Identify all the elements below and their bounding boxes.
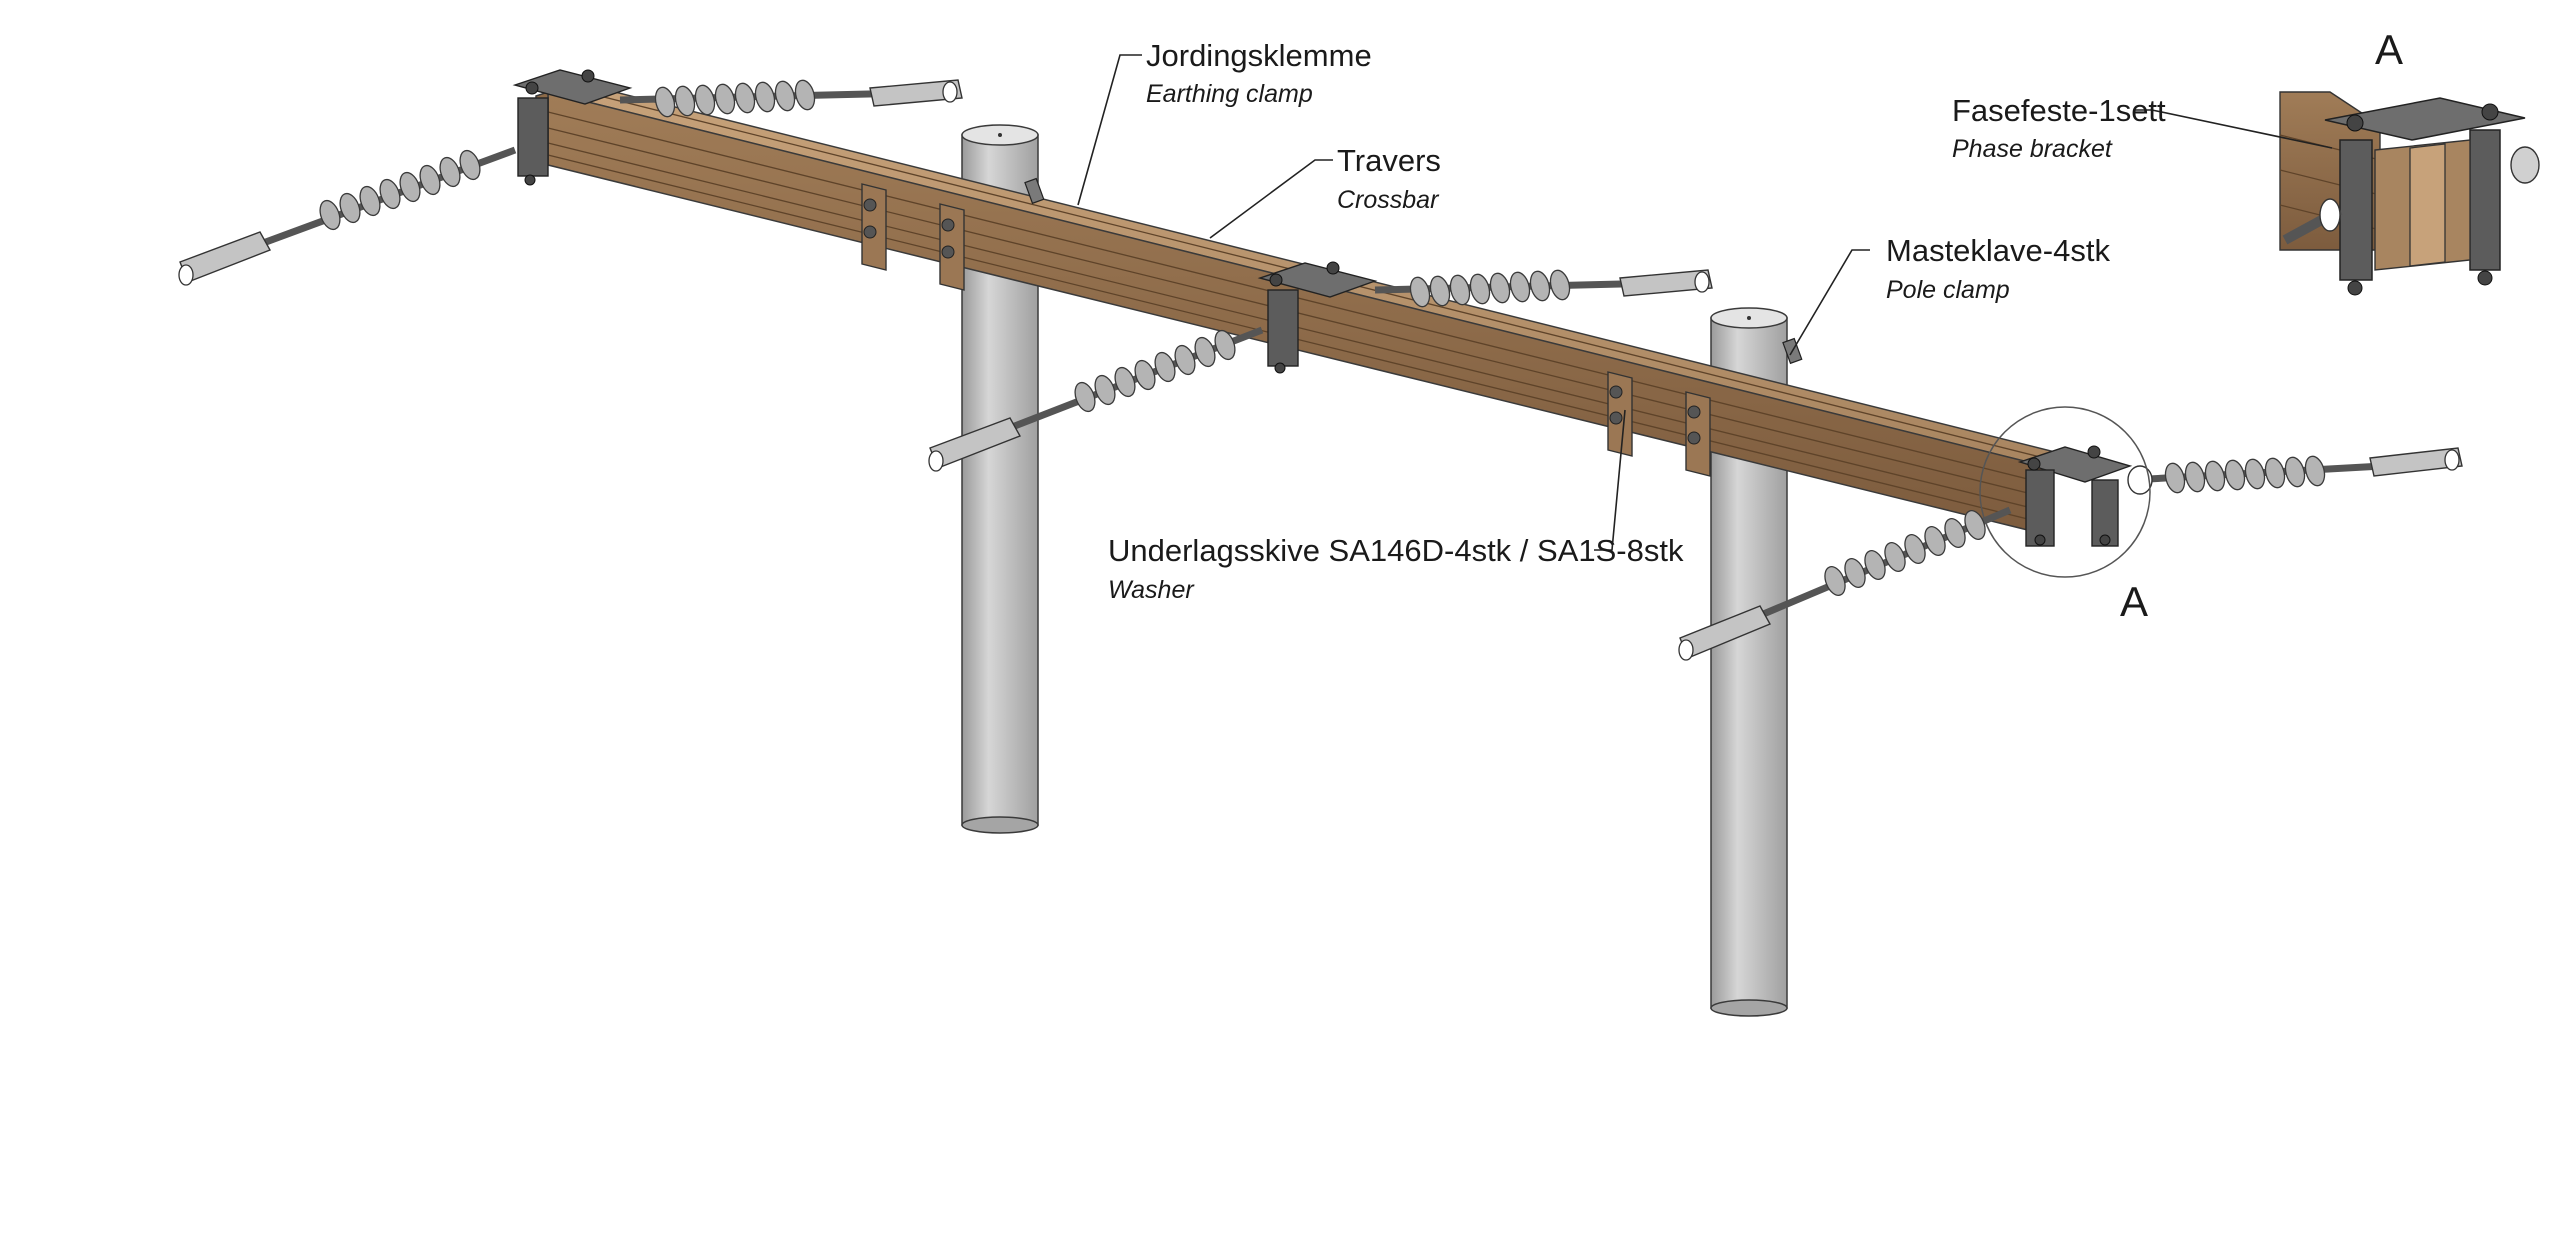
insulator-right-lower xyxy=(1678,506,2012,661)
crossbar-beam xyxy=(535,81,2078,536)
detail-marker: A xyxy=(2120,578,2148,625)
svg-text:Phase bracket: Phase bracket xyxy=(1952,135,2113,163)
phase-bracket-right xyxy=(2017,445,2133,547)
label-earthing-clamp: Jordingsklemme Earthing clamp xyxy=(1146,38,1372,108)
svg-text:Earthing clamp: Earthing clamp xyxy=(1146,80,1313,108)
insulator-left-upper xyxy=(619,77,963,120)
svg-text:Travers: Travers xyxy=(1337,143,1441,178)
svg-text:Washer: Washer xyxy=(1108,576,1195,604)
phase-bracket-middle xyxy=(1257,261,1378,374)
insulator-left-lower xyxy=(178,146,517,286)
label-pole-clamp: Masteklave-4stk Pole clamp xyxy=(1886,233,2110,304)
insulator-right-upper xyxy=(2127,447,2463,496)
washer-plates-right xyxy=(1607,371,1711,477)
phase-bracket-left xyxy=(512,69,633,186)
svg-text:Underlagsskive SA146D-4stk / S: Underlagsskive SA146D-4stk / SA1S-8stk xyxy=(1108,533,1684,568)
detail-inset xyxy=(2279,91,2540,296)
svg-text:Jordingsklemme: Jordingsklemme xyxy=(1146,38,1372,73)
svg-text:Pole clamp: Pole clamp xyxy=(1886,276,2010,304)
label-crossbar: Travers Crossbar xyxy=(1337,143,1441,214)
leader-lines xyxy=(1077,54,2333,551)
svg-text:Fasefeste-1sett: Fasefeste-1sett xyxy=(1952,93,2166,128)
svg-text:Crossbar: Crossbar xyxy=(1337,186,1440,214)
insulator-middle-lower xyxy=(928,326,1264,472)
svg-text:Masteklave-4stk: Masteklave-4stk xyxy=(1886,233,2110,268)
washer-plates-left xyxy=(861,183,965,291)
label-phase-bracket: Fasefeste-1sett Phase bracket xyxy=(1952,93,2166,163)
insulator-middle-upper xyxy=(1374,267,1713,310)
earthing-clamp xyxy=(1024,177,1045,205)
detail-circle xyxy=(1979,406,2151,578)
detail-inset-title: A xyxy=(2375,26,2403,73)
label-washer: Underlagsskive SA146D-4stk / SA1S-8stk W… xyxy=(1108,533,1684,604)
